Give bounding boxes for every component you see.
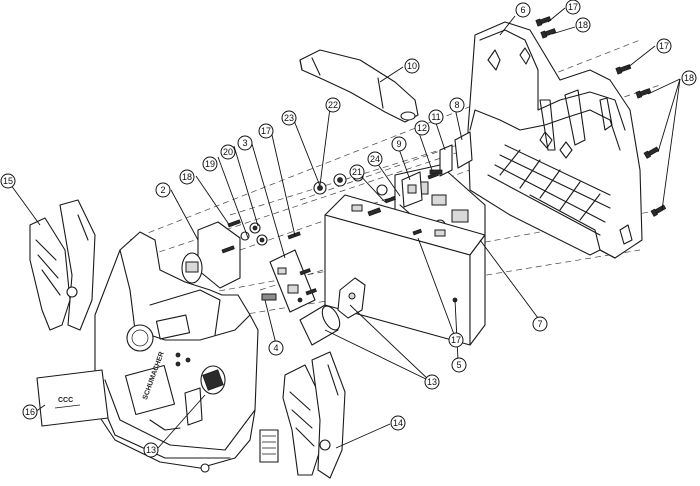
callout-24: 24 bbox=[367, 151, 383, 167]
callout-18a: 18 bbox=[575, 17, 591, 33]
callout-9: 9 bbox=[391, 136, 407, 152]
svg-text:4: 4 bbox=[273, 343, 278, 353]
svg-text:7: 7 bbox=[537, 319, 542, 329]
callout-19: 19 bbox=[202, 156, 218, 172]
callout-17b: 17 bbox=[656, 38, 672, 54]
svg-text:18: 18 bbox=[182, 172, 192, 182]
svg-text:21: 21 bbox=[352, 167, 362, 177]
svg-text:13: 13 bbox=[146, 445, 156, 455]
callout-4: 4 bbox=[268, 340, 284, 356]
svg-text:16: 16 bbox=[25, 407, 35, 417]
terminal-hardware bbox=[401, 131, 473, 208]
svg-text:12: 12 bbox=[417, 123, 427, 133]
callout-8: 8 bbox=[449, 97, 465, 113]
battery bbox=[324, 194, 486, 346]
svg-text:2: 2 bbox=[160, 185, 165, 195]
clamp-right bbox=[282, 351, 346, 479]
capacitor bbox=[299, 304, 341, 346]
control-pcb bbox=[261, 249, 316, 313]
carry-handle bbox=[299, 49, 419, 123]
callout-6: 6 bbox=[515, 2, 531, 18]
relay-bracket bbox=[337, 277, 366, 319]
front-housing: SCHUMACHER bbox=[94, 231, 279, 473]
clamp-left bbox=[29, 199, 96, 331]
svg-text:17: 17 bbox=[659, 41, 669, 51]
svg-text:22: 22 bbox=[328, 100, 338, 110]
callout-17d: 17 bbox=[258, 123, 274, 139]
callout-11: 11 bbox=[428, 109, 444, 125]
callout-3: 3 bbox=[237, 135, 253, 151]
callout-5: 5 bbox=[451, 357, 467, 373]
svg-text:20: 20 bbox=[223, 147, 233, 157]
callout-18b: 18 bbox=[681, 70, 697, 86]
callout-23: 23 bbox=[281, 110, 297, 126]
callout-13b: 13 bbox=[143, 442, 159, 458]
callout-2: 2 bbox=[155, 182, 171, 198]
svg-text:14: 14 bbox=[393, 418, 403, 428]
callout-15: 15 bbox=[0, 173, 16, 189]
svg-text:5: 5 bbox=[456, 360, 461, 370]
svg-text:CCC: CCC bbox=[58, 397, 73, 404]
callout-10: 10 bbox=[404, 58, 420, 74]
callout-20: 20 bbox=[220, 144, 236, 160]
svg-text:11: 11 bbox=[431, 112, 440, 122]
svg-text:10: 10 bbox=[407, 61, 417, 71]
svg-text:17: 17 bbox=[261, 126, 271, 136]
leader-lines bbox=[7, 7, 681, 449]
svg-text:19: 19 bbox=[205, 159, 215, 169]
callout-14: 14 bbox=[390, 415, 406, 431]
svg-text:9: 9 bbox=[396, 139, 401, 149]
svg-text:13: 13 bbox=[427, 377, 437, 387]
rear-housing bbox=[467, 21, 643, 259]
svg-text:24: 24 bbox=[370, 154, 380, 164]
callout-7: 7 bbox=[532, 316, 548, 332]
svg-text:17: 17 bbox=[451, 335, 461, 345]
svg-text:15: 15 bbox=[3, 176, 13, 186]
front-label-plate: CCC bbox=[36, 369, 109, 427]
svg-text:23: 23 bbox=[284, 113, 294, 123]
svg-text:3: 3 bbox=[242, 138, 247, 148]
svg-text:18: 18 bbox=[578, 20, 588, 30]
callout-12: 12 bbox=[414, 120, 430, 136]
svg-text:17: 17 bbox=[568, 2, 578, 12]
callout-18c: 18 bbox=[179, 169, 195, 185]
callout-17a: 17 bbox=[565, 0, 581, 15]
svg-text:8: 8 bbox=[454, 100, 459, 110]
callout-21: 21 bbox=[349, 164, 365, 180]
callout-16: 16 bbox=[22, 404, 38, 420]
callout-22: 22 bbox=[325, 97, 341, 113]
svg-text:18: 18 bbox=[684, 73, 694, 83]
callout-17c: 17 bbox=[448, 332, 464, 348]
svg-text:6: 6 bbox=[520, 5, 525, 15]
selector-switch bbox=[181, 221, 241, 289]
callout-13a: 13 bbox=[424, 374, 440, 390]
